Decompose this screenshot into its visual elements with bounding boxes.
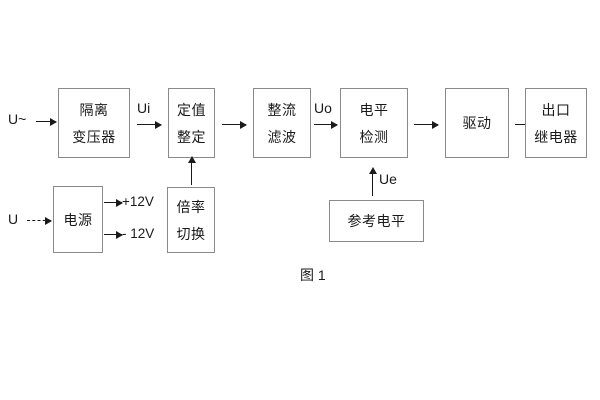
block-line: 定值 bbox=[177, 101, 206, 118]
arrow-multiplier-switch-to-setting-value bbox=[187, 156, 196, 185]
block-output-relay[interactable]: 出口 继电器 bbox=[525, 88, 587, 158]
arrow-setting-value-to-rectify-filter bbox=[222, 120, 247, 129]
block-line: 隔离 bbox=[79, 101, 109, 118]
block-line: 变压器 bbox=[72, 128, 116, 145]
block-line: 整流 bbox=[267, 101, 297, 118]
arrow-reference-level-to-level-detection bbox=[368, 167, 377, 196]
ui-signal-label: Ui bbox=[137, 100, 151, 116]
figure-caption: 图 1 bbox=[300, 267, 326, 283]
arrow-isolation-transformer-to-setting-value bbox=[137, 120, 162, 129]
ue-signal-label: Ue bbox=[379, 171, 397, 187]
block-line: 驱动 bbox=[462, 115, 492, 131]
arrow-ac-input-to-isolation-transformer bbox=[36, 117, 57, 126]
block-reference-level[interactable]: 参考电平 bbox=[329, 200, 424, 242]
arrow-dc-input-to-power-supply bbox=[27, 217, 52, 225]
block-line: 继电器 bbox=[534, 128, 578, 145]
arrow-power-supply-negative-rail bbox=[104, 230, 123, 239]
block-level-detection[interactable]: 电平 检测 bbox=[340, 88, 408, 158]
block-line: 电源 bbox=[63, 211, 93, 228]
block-line: 滤波 bbox=[267, 128, 297, 145]
block-line: 检测 bbox=[359, 128, 389, 145]
ac-input-label: U~ bbox=[8, 111, 27, 127]
uo-signal-label: Uo bbox=[314, 100, 332, 116]
positive-supply-label: +12V bbox=[122, 194, 154, 209]
block-line: 参考电平 bbox=[347, 213, 406, 229]
block-drive[interactable]: 驱动 bbox=[445, 88, 509, 158]
arrow-rectify-filter-to-level-detection bbox=[314, 120, 338, 129]
block-isolation-transformer[interactable]: 隔离 变压器 bbox=[58, 88, 130, 158]
block-line: 电平 bbox=[359, 101, 389, 118]
dc-input-label: U bbox=[8, 211, 19, 227]
block-line: 出口 bbox=[541, 101, 571, 118]
block-setting-value[interactable]: 定值 整定 bbox=[168, 88, 215, 158]
arrow-level-detection-to-drive bbox=[414, 120, 439, 129]
block-rectify-filter[interactable]: 整流 滤波 bbox=[253, 88, 311, 158]
block-line: 整定 bbox=[177, 128, 206, 145]
negative-supply-label: - 12V bbox=[122, 226, 155, 241]
block-multiplier-switch[interactable]: 倍率 切换 bbox=[167, 187, 215, 253]
block-power-supply[interactable]: 电源 bbox=[53, 186, 103, 253]
block-line: 切换 bbox=[176, 225, 206, 242]
block-line: 倍率 bbox=[176, 198, 206, 215]
arrow-power-supply-positive-rail bbox=[104, 198, 123, 207]
